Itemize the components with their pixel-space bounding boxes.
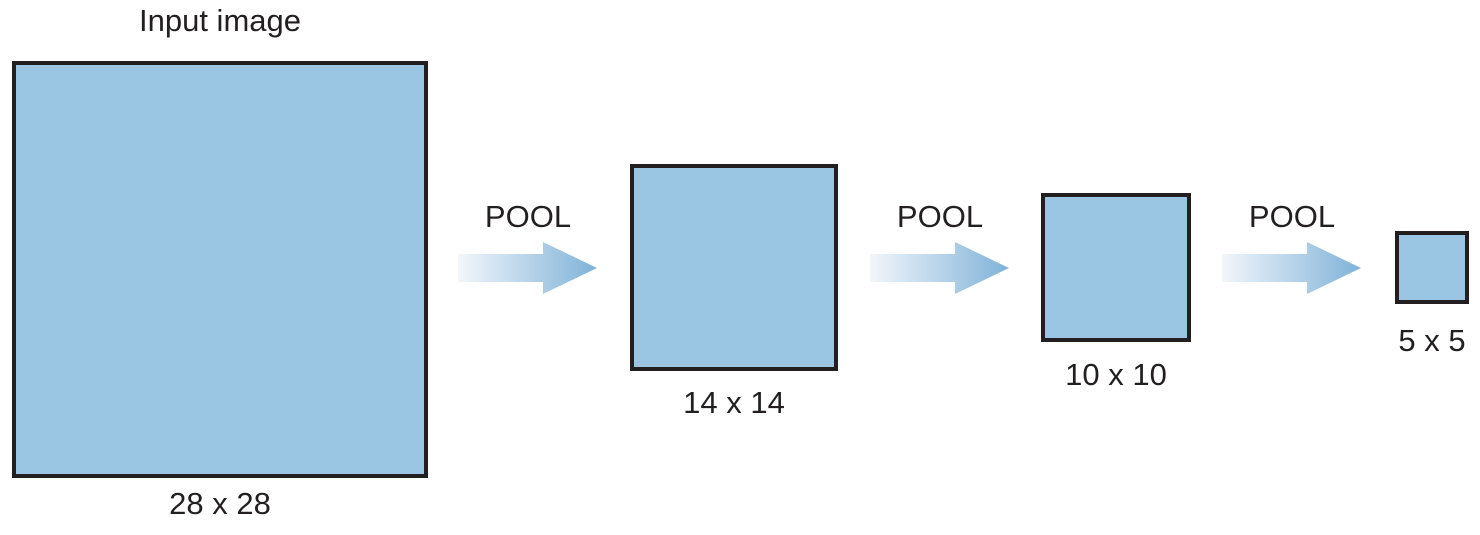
feature-map-box-10x10 [1041, 193, 1191, 342]
feature-map-box-28x28 [12, 61, 428, 478]
pool-step-3: POOL [1222, 197, 1362, 297]
pool-arrow-right-icon [1222, 242, 1361, 294]
feature-map-box-14x14 [630, 164, 838, 371]
input-image-label: Input image [139, 3, 301, 38]
pool-arrow-right-icon [458, 242, 597, 294]
pool-arrow-right-icon [870, 242, 1009, 294]
pool-step-1: POOL [458, 197, 598, 297]
pool-step-2: POOL [870, 197, 1010, 297]
feature-map-box-5x5 [1395, 231, 1469, 304]
size-label-28x28: 28 x 28 [169, 486, 271, 521]
size-label-10x10: 10 x 10 [1065, 357, 1167, 392]
pool-label-3: POOL [1248, 199, 1336, 234]
pool-label-1: POOL [484, 199, 572, 234]
size-label-14x14: 14 x 14 [683, 385, 785, 420]
size-label-5x5: 5 x 5 [1398, 323, 1466, 358]
pool-label-2: POOL [896, 199, 984, 234]
